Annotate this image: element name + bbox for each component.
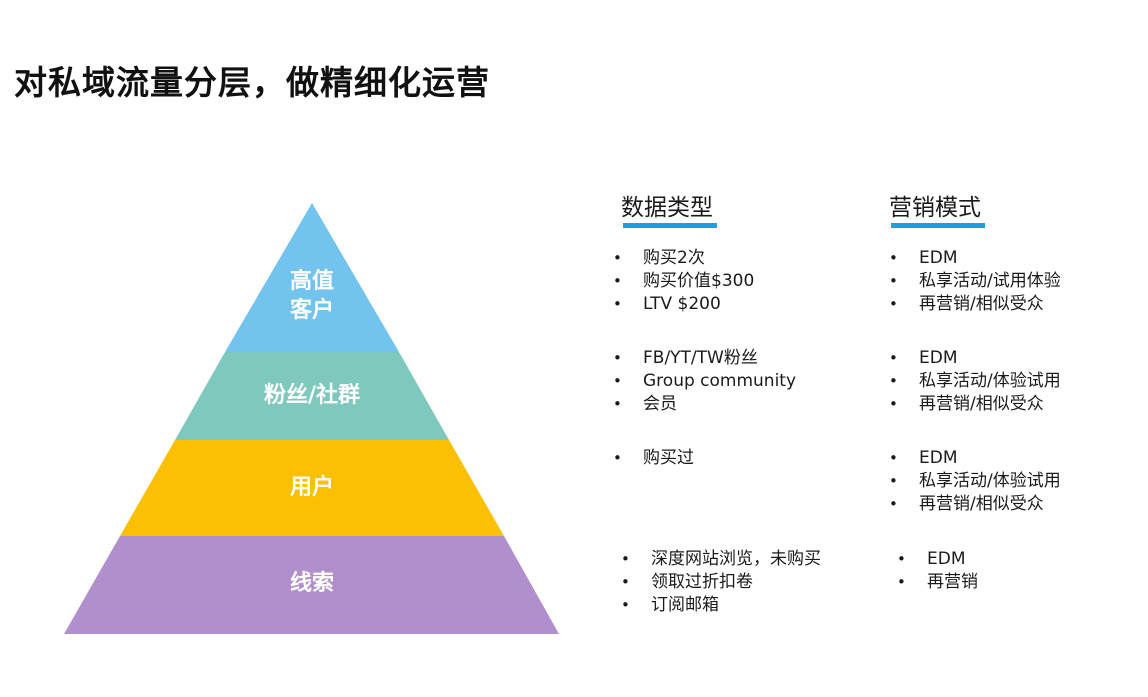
pyramid-tier-high-value [225,203,399,352]
list-item: LTV $200 [613,293,754,316]
list-item: 领取过折扣卷 [621,571,821,594]
data-type-list-fans: FB/YT/TW粉丝 Group community 会员 [613,347,796,416]
tier-label-high-value-line2: 客户 [290,297,334,323]
list-item: 购买2次 [613,247,754,270]
list-item: EDM [889,247,1061,270]
marketing-list-high-value: EDM 私享活动/试用体验 再营销/相似受众 [889,247,1061,316]
data-type-list-leads: 深度网站浏览，未购买 领取过折扣卷 订阅邮箱 [621,548,821,617]
page-title: 对私域流量分层，做精细化运营 [14,63,490,102]
list-item: 再营销/相似受众 [889,393,1061,416]
tier-label-users: 用户 [290,474,334,500]
list-item: 再营销/相似受众 [889,493,1061,516]
data-type-list-high-value: 购买2次 购买价值$300 LTV $200 [613,247,754,316]
data-type-header: 数据类型 [621,195,713,221]
list-item: Group community [613,370,796,393]
marketing-list-fans: EDM 私享活动/体验试用 再营销/相似受众 [889,347,1061,416]
list-item: FB/YT/TW粉丝 [613,347,796,370]
list-item: 购买价值$300 [613,270,754,293]
list-item: 私享活动/体验试用 [889,470,1061,493]
list-item: EDM [889,447,1061,470]
list-item: 再营销/相似受众 [889,293,1061,316]
data-type-underline [623,223,717,228]
data-type-list-users: 购买过 [613,447,694,470]
marketing-header: 营销模式 [889,195,981,221]
tier-label-fans: 粉丝/社群 [264,382,360,408]
marketing-underline [891,223,985,228]
list-item: 购买过 [613,447,694,470]
list-item: 深度网站浏览，未购买 [621,548,821,571]
tier-label-high-value-line1: 高值 [290,268,334,294]
list-item: EDM [897,548,978,571]
list-item: 会员 [613,393,796,416]
marketing-list-leads: EDM 再营销 [897,548,978,594]
pyramid-tier-leads [64,536,559,634]
list-item: EDM [889,347,1061,370]
list-item: 再营销 [897,571,978,594]
list-item: 订阅邮箱 [621,594,821,617]
list-item: 私享活动/试用体验 [889,270,1061,293]
list-item: 私享活动/体验试用 [889,370,1061,393]
pyramid-tier-users [120,440,504,536]
marketing-list-users: EDM 私享活动/体验试用 再营销/相似受众 [889,447,1061,516]
pyramid-tier-fans [175,352,449,440]
pyramid-diagram: 高值 客户 粉丝/社群 用户 线索 [64,203,559,634]
tier-label-leads: 线索 [290,570,334,596]
